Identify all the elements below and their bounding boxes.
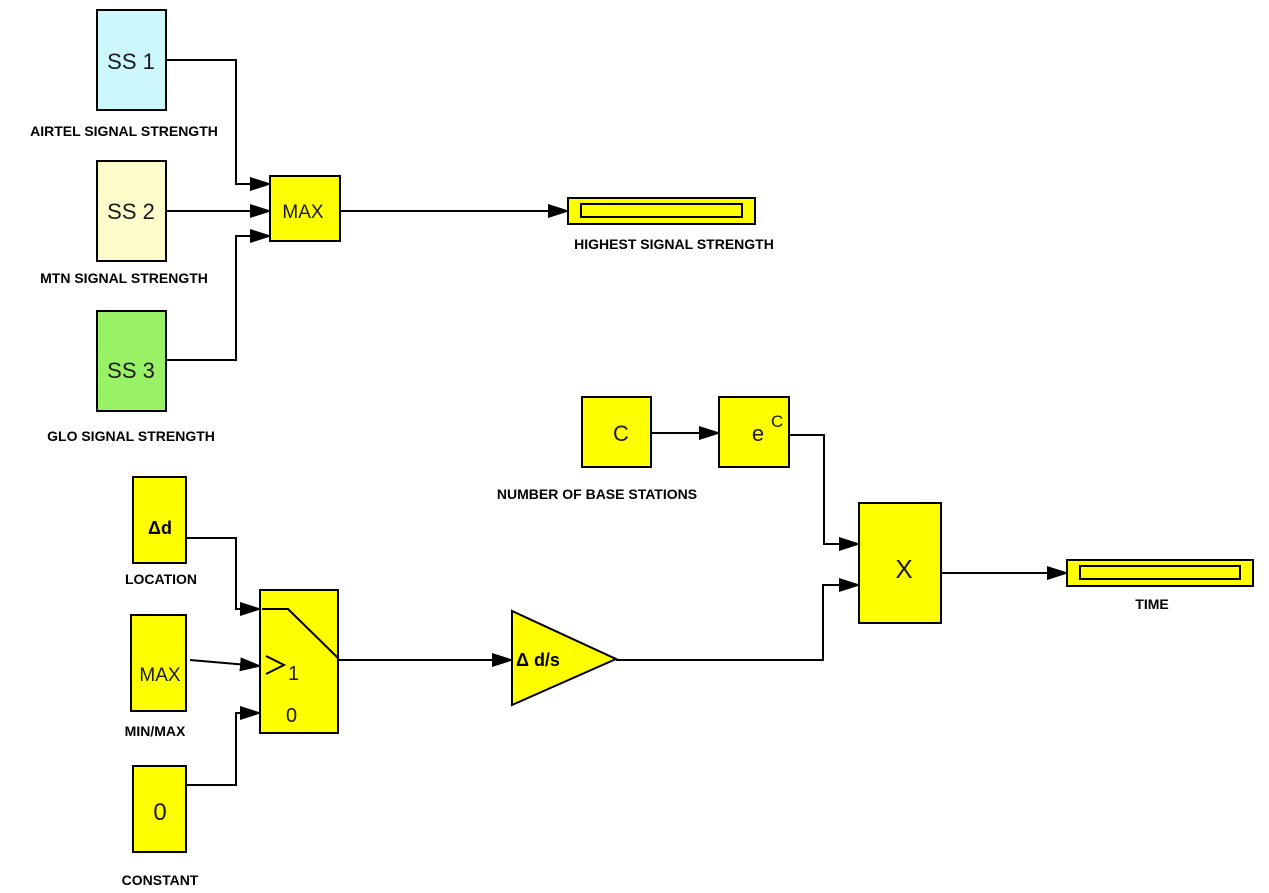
c-text: C [613, 421, 629, 446]
max-text: MAX [282, 202, 324, 223]
highest-signal-label: HIGHEST SIGNAL STRENGTH [574, 236, 774, 252]
max-block[interactable]: MAX [269, 175, 341, 242]
constant-block[interactable]: 0 [132, 765, 187, 853]
gain-block[interactable]: Δ d/s [511, 609, 619, 707]
greater-than-icon [265, 655, 287, 675]
constant-text: 0 [153, 799, 166, 826]
switch-port1-text: 1 [288, 663, 299, 685]
constant-label: CONSTANT [122, 872, 199, 888]
location-block[interactable]: Δd [132, 476, 187, 564]
product-text: X [895, 554, 912, 584]
ss2-block[interactable]: SS 2 [96, 160, 167, 262]
wire-constant-to-switch [186, 706, 262, 786]
ss1-block[interactable]: SS 1 [96, 9, 167, 111]
wire-gain-to-product [616, 578, 861, 661]
wire-ss3-to-max [166, 229, 272, 361]
c-block[interactable]: C [581, 396, 652, 468]
time-display[interactable] [1066, 559, 1254, 587]
exp-block[interactable]: e C [718, 396, 790, 468]
ss1-text: SS 1 [107, 49, 155, 74]
minmax-block[interactable]: MAX [130, 614, 187, 712]
minmax-label: MIN/MAX [125, 723, 186, 739]
wire-location-to-switch [186, 537, 262, 616]
ss2-text: SS 2 [107, 199, 155, 224]
wire-ss1-to-max [166, 59, 272, 191]
product-block[interactable]: X [858, 502, 942, 624]
minmax-text: MAX [139, 665, 181, 686]
ss1-label: AIRTEL SIGNAL STRENGTH [30, 123, 218, 139]
switch-block[interactable]: 1 0 [259, 589, 339, 734]
switch-port0-text: 0 [286, 705, 297, 727]
c-label: NUMBER OF BASE STATIONS [497, 486, 697, 502]
time-label: TIME [1135, 596, 1168, 612]
ss2-label: MTN SIGNAL STRENGTH [40, 270, 208, 286]
location-label: LOCATION [125, 571, 197, 587]
wire-minmax-to-switch [189, 657, 262, 672]
gain-text: Δ d/s [516, 650, 560, 670]
exp-sup-text: C [771, 412, 783, 431]
wire-exp-to-product [789, 434, 861, 551]
exp-base-text: e [752, 421, 764, 446]
ss3-block[interactable]: SS 3 [96, 310, 167, 412]
ss3-text: SS 3 [107, 358, 155, 383]
switch-lever-icon [262, 608, 339, 659]
ss3-label: GLO SIGNAL STRENGTH [47, 428, 215, 444]
highest-signal-display[interactable] [567, 197, 756, 225]
location-text: Δd [148, 518, 172, 538]
